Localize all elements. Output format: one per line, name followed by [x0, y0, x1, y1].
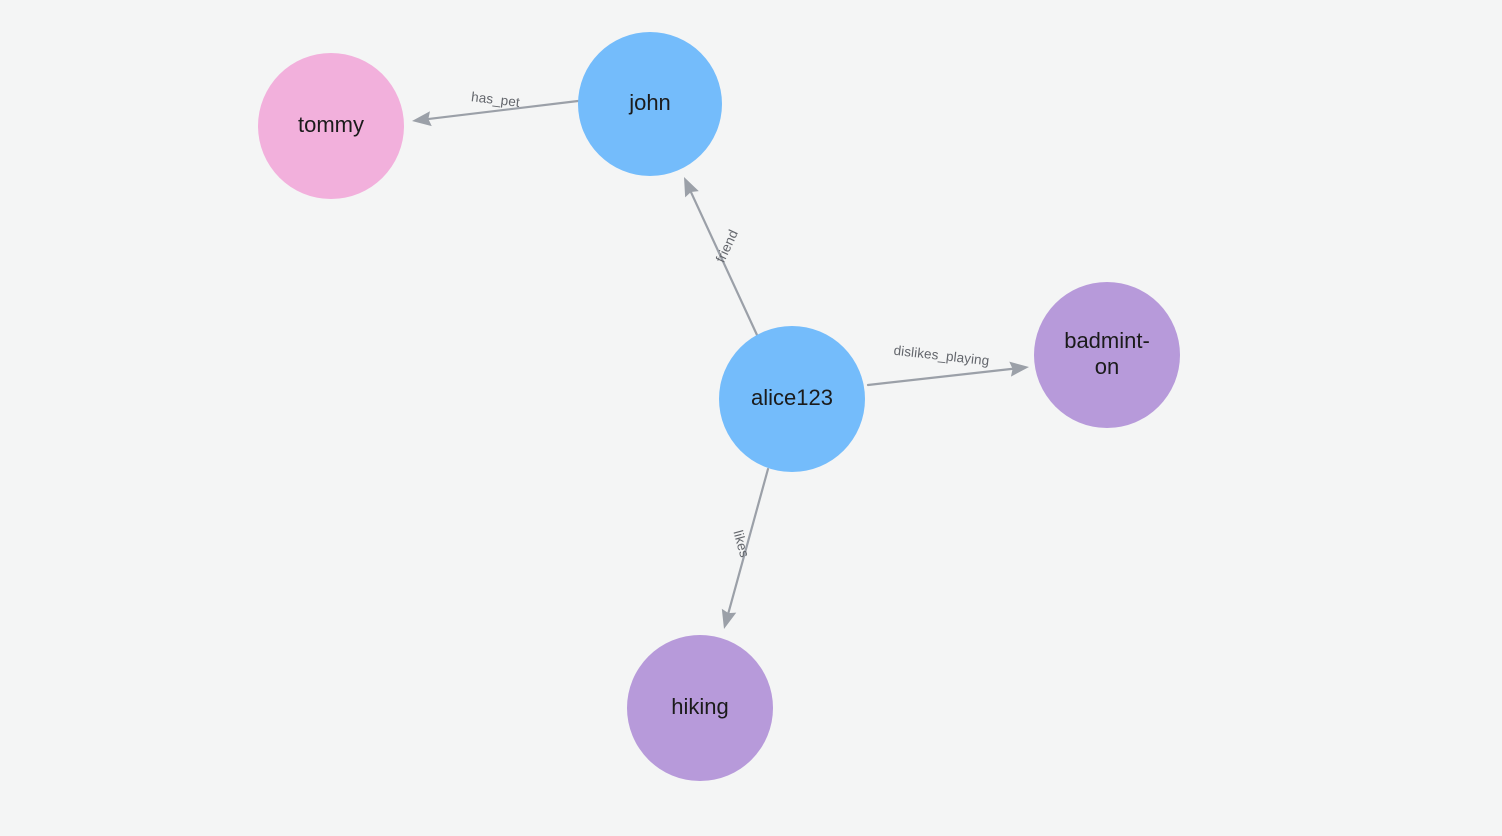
- node-circle[interactable]: [719, 326, 865, 472]
- edge-line: [866, 367, 1015, 387]
- edge-label: likes: [730, 529, 752, 560]
- nodes-layer: tommy john alice123 badmint-on hiking: [258, 32, 1180, 781]
- graph-edge[interactable]: likes: [721, 467, 770, 629]
- graph-edge[interactable]: friend: [684, 177, 759, 337]
- graph-edge[interactable]: dislikes_playing: [866, 343, 1029, 387]
- node-circle[interactable]: [627, 635, 773, 781]
- graph-node-john[interactable]: john: [578, 32, 722, 176]
- edge-label: has_pet: [470, 89, 520, 110]
- edge-arrow-icon: [684, 177, 699, 198]
- edge-label: dislikes_playing: [893, 343, 990, 369]
- edge-line: [727, 467, 770, 615]
- graph-node-alice123[interactable]: alice123: [719, 326, 865, 472]
- graph-node-badminton[interactable]: badmint-on: [1034, 282, 1180, 428]
- graph-node-tommy[interactable]: tommy: [258, 53, 404, 199]
- edge-arrow-icon: [1009, 361, 1029, 377]
- edge-line: [689, 190, 759, 337]
- graph-edge[interactable]: has_pet: [412, 89, 580, 127]
- edge-line: [426, 99, 580, 121]
- edge-arrow-icon: [721, 608, 737, 629]
- node-circle[interactable]: [1034, 282, 1180, 428]
- edge-arrow-icon: [412, 111, 432, 127]
- node-circle[interactable]: [578, 32, 722, 176]
- graph-node-hiking[interactable]: hiking: [627, 635, 773, 781]
- node-circle[interactable]: [258, 53, 404, 199]
